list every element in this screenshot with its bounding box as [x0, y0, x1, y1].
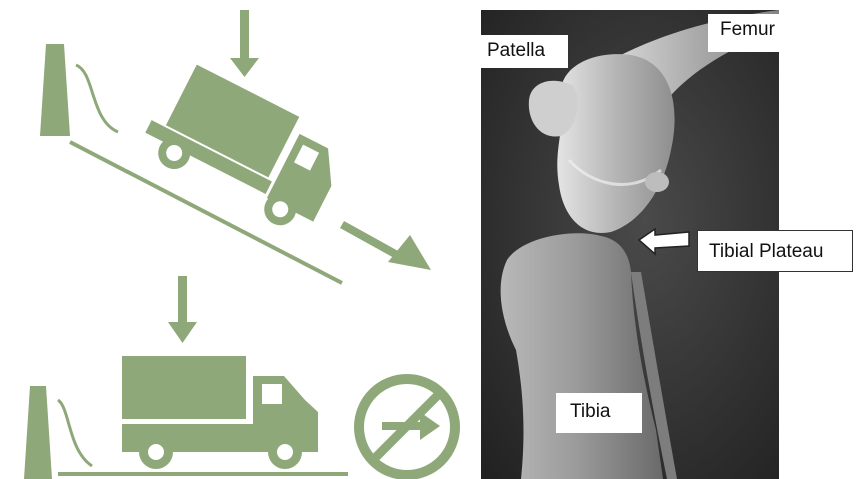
down-arrow-icon: [168, 276, 197, 343]
bottom-scene: [24, 276, 455, 479]
truck-icon: [122, 356, 318, 469]
wheel-chock-icon: [24, 386, 92, 479]
wheel-chock-icon: [40, 44, 118, 136]
label-tibia: Tibia: [556, 393, 642, 433]
down-arrow-icon: [230, 10, 259, 77]
truck-icon: [135, 58, 353, 240]
label-patella: Patella: [480, 35, 568, 68]
downhill-arrow-icon: [340, 221, 431, 270]
label-femur: Femur: [708, 14, 800, 52]
label-tibial-plateau: Tibial Plateau: [697, 230, 853, 272]
top-scene: [40, 10, 431, 283]
truck-slope-diagram: [0, 0, 470, 479]
no-movement-icon: [359, 379, 455, 475]
